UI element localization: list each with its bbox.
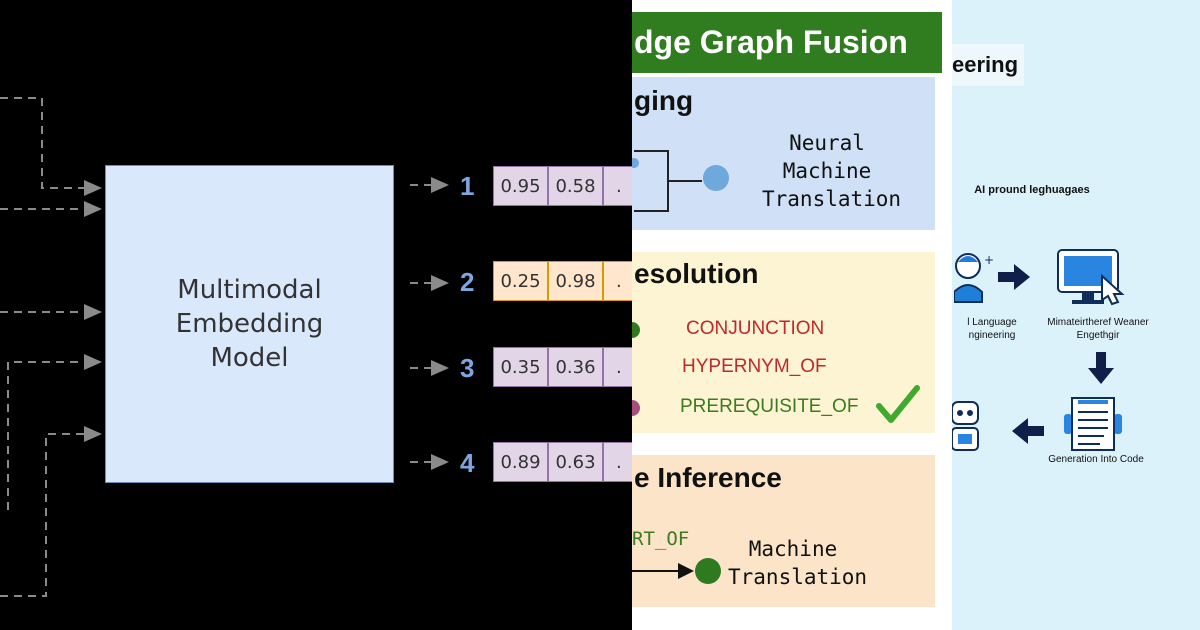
- model-label-line1: Multimodal Embedding: [175, 275, 324, 339]
- card-title: e Inference: [634, 462, 782, 493]
- embedding-model-box: Multimodal Embedding Model: [105, 165, 394, 483]
- merge-bracket-graphic: [632, 150, 729, 212]
- vector-ellipsis: .: [603, 166, 632, 206]
- card-title: esolution: [634, 258, 759, 289]
- vector-ellipsis: .: [603, 347, 632, 387]
- panel-header: dge Graph Fusion: [632, 12, 942, 73]
- vector-cell: 0.58: [548, 166, 603, 206]
- node-icon: [632, 322, 640, 338]
- engineering-flow-panel: eering AI pround leghuagaes + l Language…: [952, 0, 1200, 630]
- vector-cell: 0.36: [548, 347, 603, 387]
- arrow-right-icon: [998, 264, 1030, 290]
- inference-card: e Inference RT_OF Machine Translation: [632, 455, 935, 607]
- robot-icon: [952, 401, 979, 451]
- relation-label: HYPERNYM_OF: [682, 356, 827, 377]
- vector-cell: 0.95: [493, 166, 548, 206]
- node-icon: [632, 400, 640, 416]
- vector-ellipsis: .: [603, 261, 632, 301]
- row-index-3: 3: [460, 353, 475, 383]
- card-title: ging: [634, 85, 694, 116]
- checkmark-icon: [876, 385, 920, 423]
- vector-cell: 0.25: [493, 261, 548, 301]
- node-icon: [695, 558, 721, 584]
- knowledge-graph-panel: dge Graph Fusion ging Neural Machine Tra…: [632, 0, 952, 630]
- row-index-1: 1: [460, 171, 475, 201]
- merged-node-icon: [703, 165, 729, 191]
- panel-title: eering: [952, 44, 1024, 86]
- relation-arrow: [632, 558, 721, 584]
- relation-label: PREREQUISITE_OF: [680, 396, 859, 417]
- relation-label: RT_OF: [632, 528, 690, 550]
- node-label: Machine Translation: [728, 537, 868, 589]
- vector-cell: 0.63: [548, 442, 603, 482]
- connector-lines: [0, 97, 449, 597]
- resolution-card: esolution CONJUNCTION HYPERNYM_OF PREREQ…: [632, 252, 935, 433]
- row-index-2: 2: [460, 267, 475, 297]
- row-index-4: 4: [460, 448, 475, 478]
- vector-cell: 0.98: [548, 261, 603, 301]
- person-icon: +: [954, 253, 994, 303]
- node-icon: [632, 158, 639, 168]
- arrow-left-icon: [1012, 418, 1044, 444]
- embedding-diagram-panel: Multimodal Embedding Model 1 0.95 0.58 .…: [0, 97, 632, 597]
- merging-card: ging Neural Machine Translation: [632, 77, 935, 230]
- vector-cell: 0.89: [493, 442, 548, 482]
- monitor-click-icon: [1057, 249, 1125, 306]
- svg-text:+: +: [984, 253, 994, 267]
- flow-subtitle: AI pround leghuagaes: [974, 184, 1090, 196]
- arrow-down-icon: [1088, 352, 1114, 384]
- node-markers: [632, 322, 640, 416]
- model-label-line2: Model: [210, 343, 289, 373]
- vector-cell: 0.35: [493, 347, 548, 387]
- node-label: Neural Machine Translation: [762, 131, 902, 211]
- relation-label: CONJUNCTION: [686, 318, 825, 339]
- step-label-1: l Language ngineering: [967, 317, 1017, 341]
- document-icon: [1064, 397, 1122, 451]
- step-label-2: Mimateirtheref Weaner Engethgir: [1047, 317, 1149, 341]
- step-label-3: Generation Into Code: [1048, 454, 1144, 465]
- vector-ellipsis: .: [603, 442, 632, 482]
